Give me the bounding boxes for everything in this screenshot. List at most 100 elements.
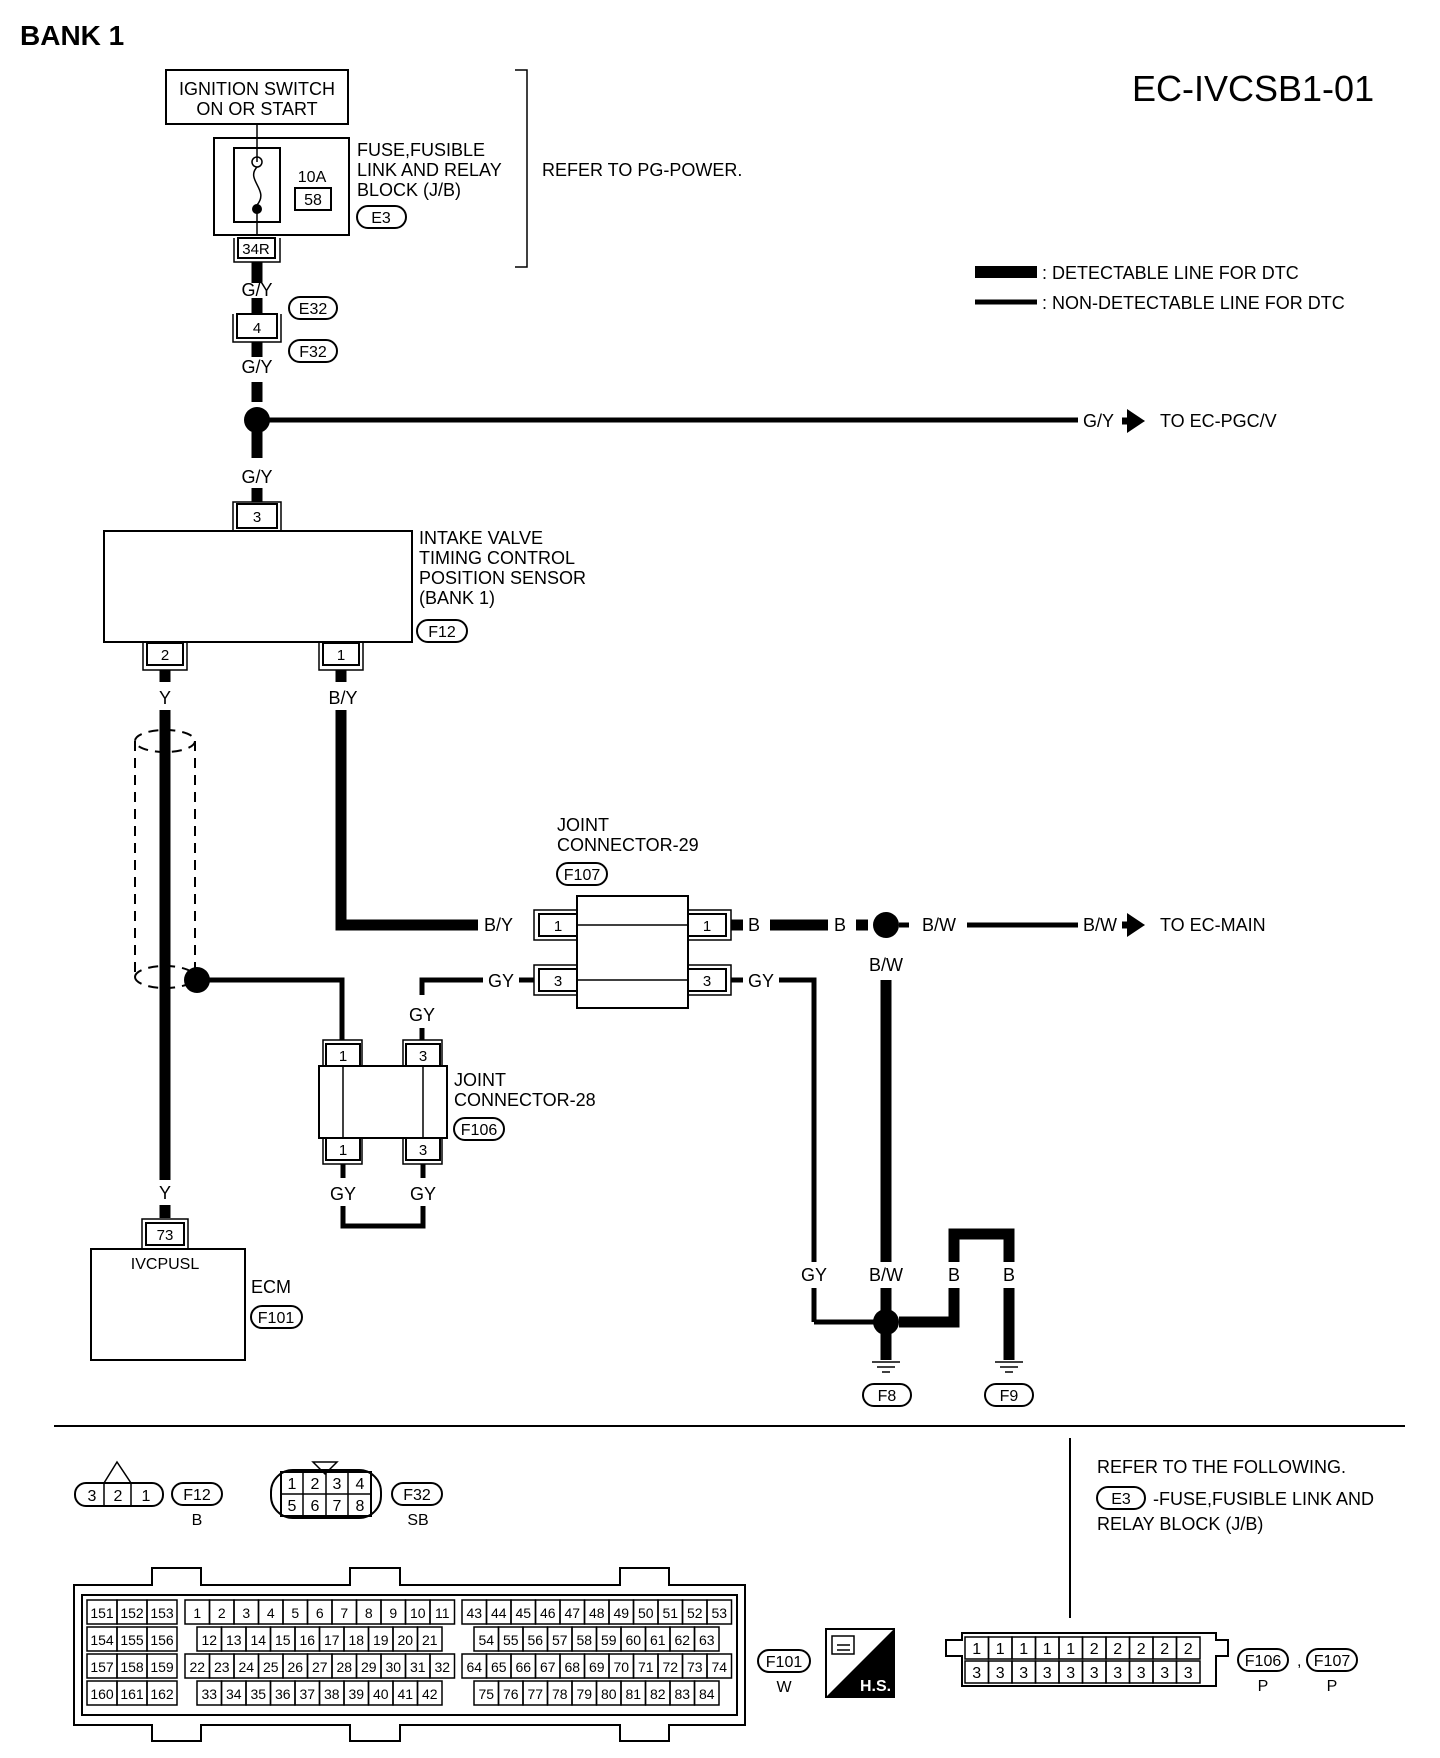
ecm-pin-number: 20	[397, 1632, 413, 1648]
ecm-pin-number: 81	[625, 1686, 641, 1702]
ecm-pin-number: 27	[312, 1659, 328, 1675]
ecm-pin-cell	[416, 1680, 443, 1706]
wire-label-gy-a: GY	[488, 971, 514, 991]
jc28-label-2: CONNECTOR-28	[454, 1090, 596, 1110]
fuse-terminal: 34R	[242, 241, 270, 258]
ecm-pin-number: 65	[491, 1659, 507, 1675]
ecm-pin-number: 61	[650, 1632, 666, 1648]
ecm-pin-number: 68	[564, 1659, 580, 1675]
joint-pin-number: 1	[972, 1641, 981, 1658]
ecm-pin-number: 37	[299, 1686, 315, 1702]
ecm-pin-cell	[429, 1653, 456, 1679]
ecm-pin-number: 49	[613, 1605, 629, 1621]
wire-label-gy-e: GY	[410, 1184, 436, 1204]
ecm-pin-number: 160	[90, 1686, 114, 1702]
wire-label-b-1: B	[748, 915, 760, 935]
fuse-label-2: LINK AND RELAY	[357, 160, 502, 180]
ecm-pin-number: 51	[662, 1605, 678, 1621]
ecm-pin-number: 55	[503, 1632, 519, 1648]
ecm: 73 IVCPUSL	[90, 1218, 246, 1361]
sensor-label-1: INTAKE VALVE	[419, 528, 543, 548]
wire-label-y-2: Y	[159, 1183, 171, 1203]
jc29-pin-3-left: 3	[554, 973, 562, 990]
ecm-pin-number: 57	[552, 1632, 568, 1648]
jc28-pin-3-bottom: 3	[419, 1142, 427, 1159]
ecm-pin-number: 157	[90, 1659, 114, 1675]
joint-pin-number: 1	[996, 1641, 1005, 1658]
wire-label-gy-2: G/Y	[241, 357, 272, 377]
ecm-pin-number: 22	[189, 1659, 205, 1675]
ground-f9: F9	[1000, 1388, 1019, 1405]
joint-pin-number: 2	[1113, 1641, 1122, 1658]
joint-pin-number: 3	[1184, 1665, 1193, 1682]
connector-face-f32: 1 2 3 4 5 6 7 8	[270, 1461, 382, 1519]
ecm-pin-number: 58	[576, 1632, 592, 1648]
jc29-connector-id: F107	[564, 867, 601, 884]
fuse-amps: 10A	[298, 169, 327, 186]
wire-label-by-1: B/Y	[328, 688, 357, 708]
inline-pin: 4	[253, 320, 261, 337]
ecm-pin-number: 69	[589, 1659, 605, 1675]
connector-e32: E32	[299, 301, 328, 318]
fuse-block: 10A 58 34R	[213, 137, 350, 263]
ecm-pin-number: 52	[687, 1605, 703, 1621]
wire-label-bw-3: B/W	[869, 955, 903, 975]
jc28-label-1: JOINT	[454, 1070, 506, 1090]
ecm-pin-number: 155	[120, 1632, 144, 1648]
ecm-pin-number: 50	[638, 1605, 654, 1621]
ecm-connector-id: F101	[258, 1310, 295, 1327]
joint-pin-number: 3	[1043, 1665, 1052, 1682]
ecm-pin-number: 40	[373, 1686, 389, 1702]
ecm-pin-number: 67	[540, 1659, 556, 1675]
ecm-pin-number: 73	[687, 1659, 703, 1675]
ecm-pin-number: 36	[275, 1686, 291, 1702]
diagram-code: EC-IVCSB1-01	[1132, 68, 1374, 109]
wire-label-gy-d: GY	[330, 1184, 356, 1204]
ecm-pin-number: 84	[699, 1686, 715, 1702]
ecm-pin-number: 8	[365, 1605, 373, 1621]
ecm-pin-number: 4	[267, 1605, 275, 1621]
ecm-pin-number: 18	[348, 1632, 364, 1648]
sensor-label-4: (BANK 1)	[419, 588, 495, 608]
ecm-pin-number: 12	[201, 1632, 217, 1648]
ecm-pin-cell	[146, 1680, 178, 1706]
wire-label-gy-4: G/Y	[241, 467, 272, 487]
jc-face-separator: ,	[1297, 1653, 1301, 1670]
f32-id: F32	[403, 1487, 431, 1504]
joint-pin-number: 3	[996, 1665, 1005, 1682]
wire-label-b-2: B	[834, 915, 846, 935]
ignition-line1: IGNITION SWITCH	[179, 79, 335, 99]
to-main: TO EC-MAIN	[1160, 915, 1266, 935]
ecm-pin-number: 77	[527, 1686, 543, 1702]
ecm-pin-number: 29	[361, 1659, 377, 1675]
ecm-pin-number: 10	[410, 1605, 426, 1621]
sensor-label-2: TIMING CONTROL	[419, 548, 575, 568]
jc-face-color-2: P	[1327, 1678, 1338, 1695]
ground-icon	[995, 1361, 1023, 1373]
ground-f8: F8	[878, 1388, 897, 1405]
ecm-pin-cell	[706, 1653, 733, 1679]
jc28-pin-1-bottom: 1	[339, 1142, 347, 1159]
ecm-pin-number: 153	[150, 1605, 174, 1621]
ecm-pin-number: 9	[389, 1605, 397, 1621]
fuse-number: 58	[304, 192, 322, 209]
bank-title: BANK 1	[20, 20, 124, 51]
joint-pin-number: 2	[1090, 1641, 1099, 1658]
jc-face-id-2: F107	[1314, 1653, 1351, 1670]
ecm-pin-number: 41	[397, 1686, 413, 1702]
ecm-pin-number: 72	[662, 1659, 678, 1675]
ecm-pin-number: 17	[324, 1632, 340, 1648]
refer-following-2: -FUSE,FUSIBLE LINK AND	[1153, 1489, 1374, 1509]
wire-gy-ground	[779, 977, 817, 1262]
ecm-pin-number: 60	[625, 1632, 641, 1648]
connector-face-f12: 3 2 1	[74, 1460, 164, 1507]
wire-label-bw-1: B/W	[922, 915, 956, 935]
joint-pin-cell	[1175, 1660, 1201, 1684]
sensor-pin-3: 3	[253, 509, 261, 526]
ecm-pin-number: 156	[150, 1632, 174, 1648]
ecm-pin-number: 53	[711, 1605, 727, 1621]
ecm-pin-number: 161	[120, 1686, 144, 1702]
ignition-line2: ON OR START	[196, 99, 317, 119]
